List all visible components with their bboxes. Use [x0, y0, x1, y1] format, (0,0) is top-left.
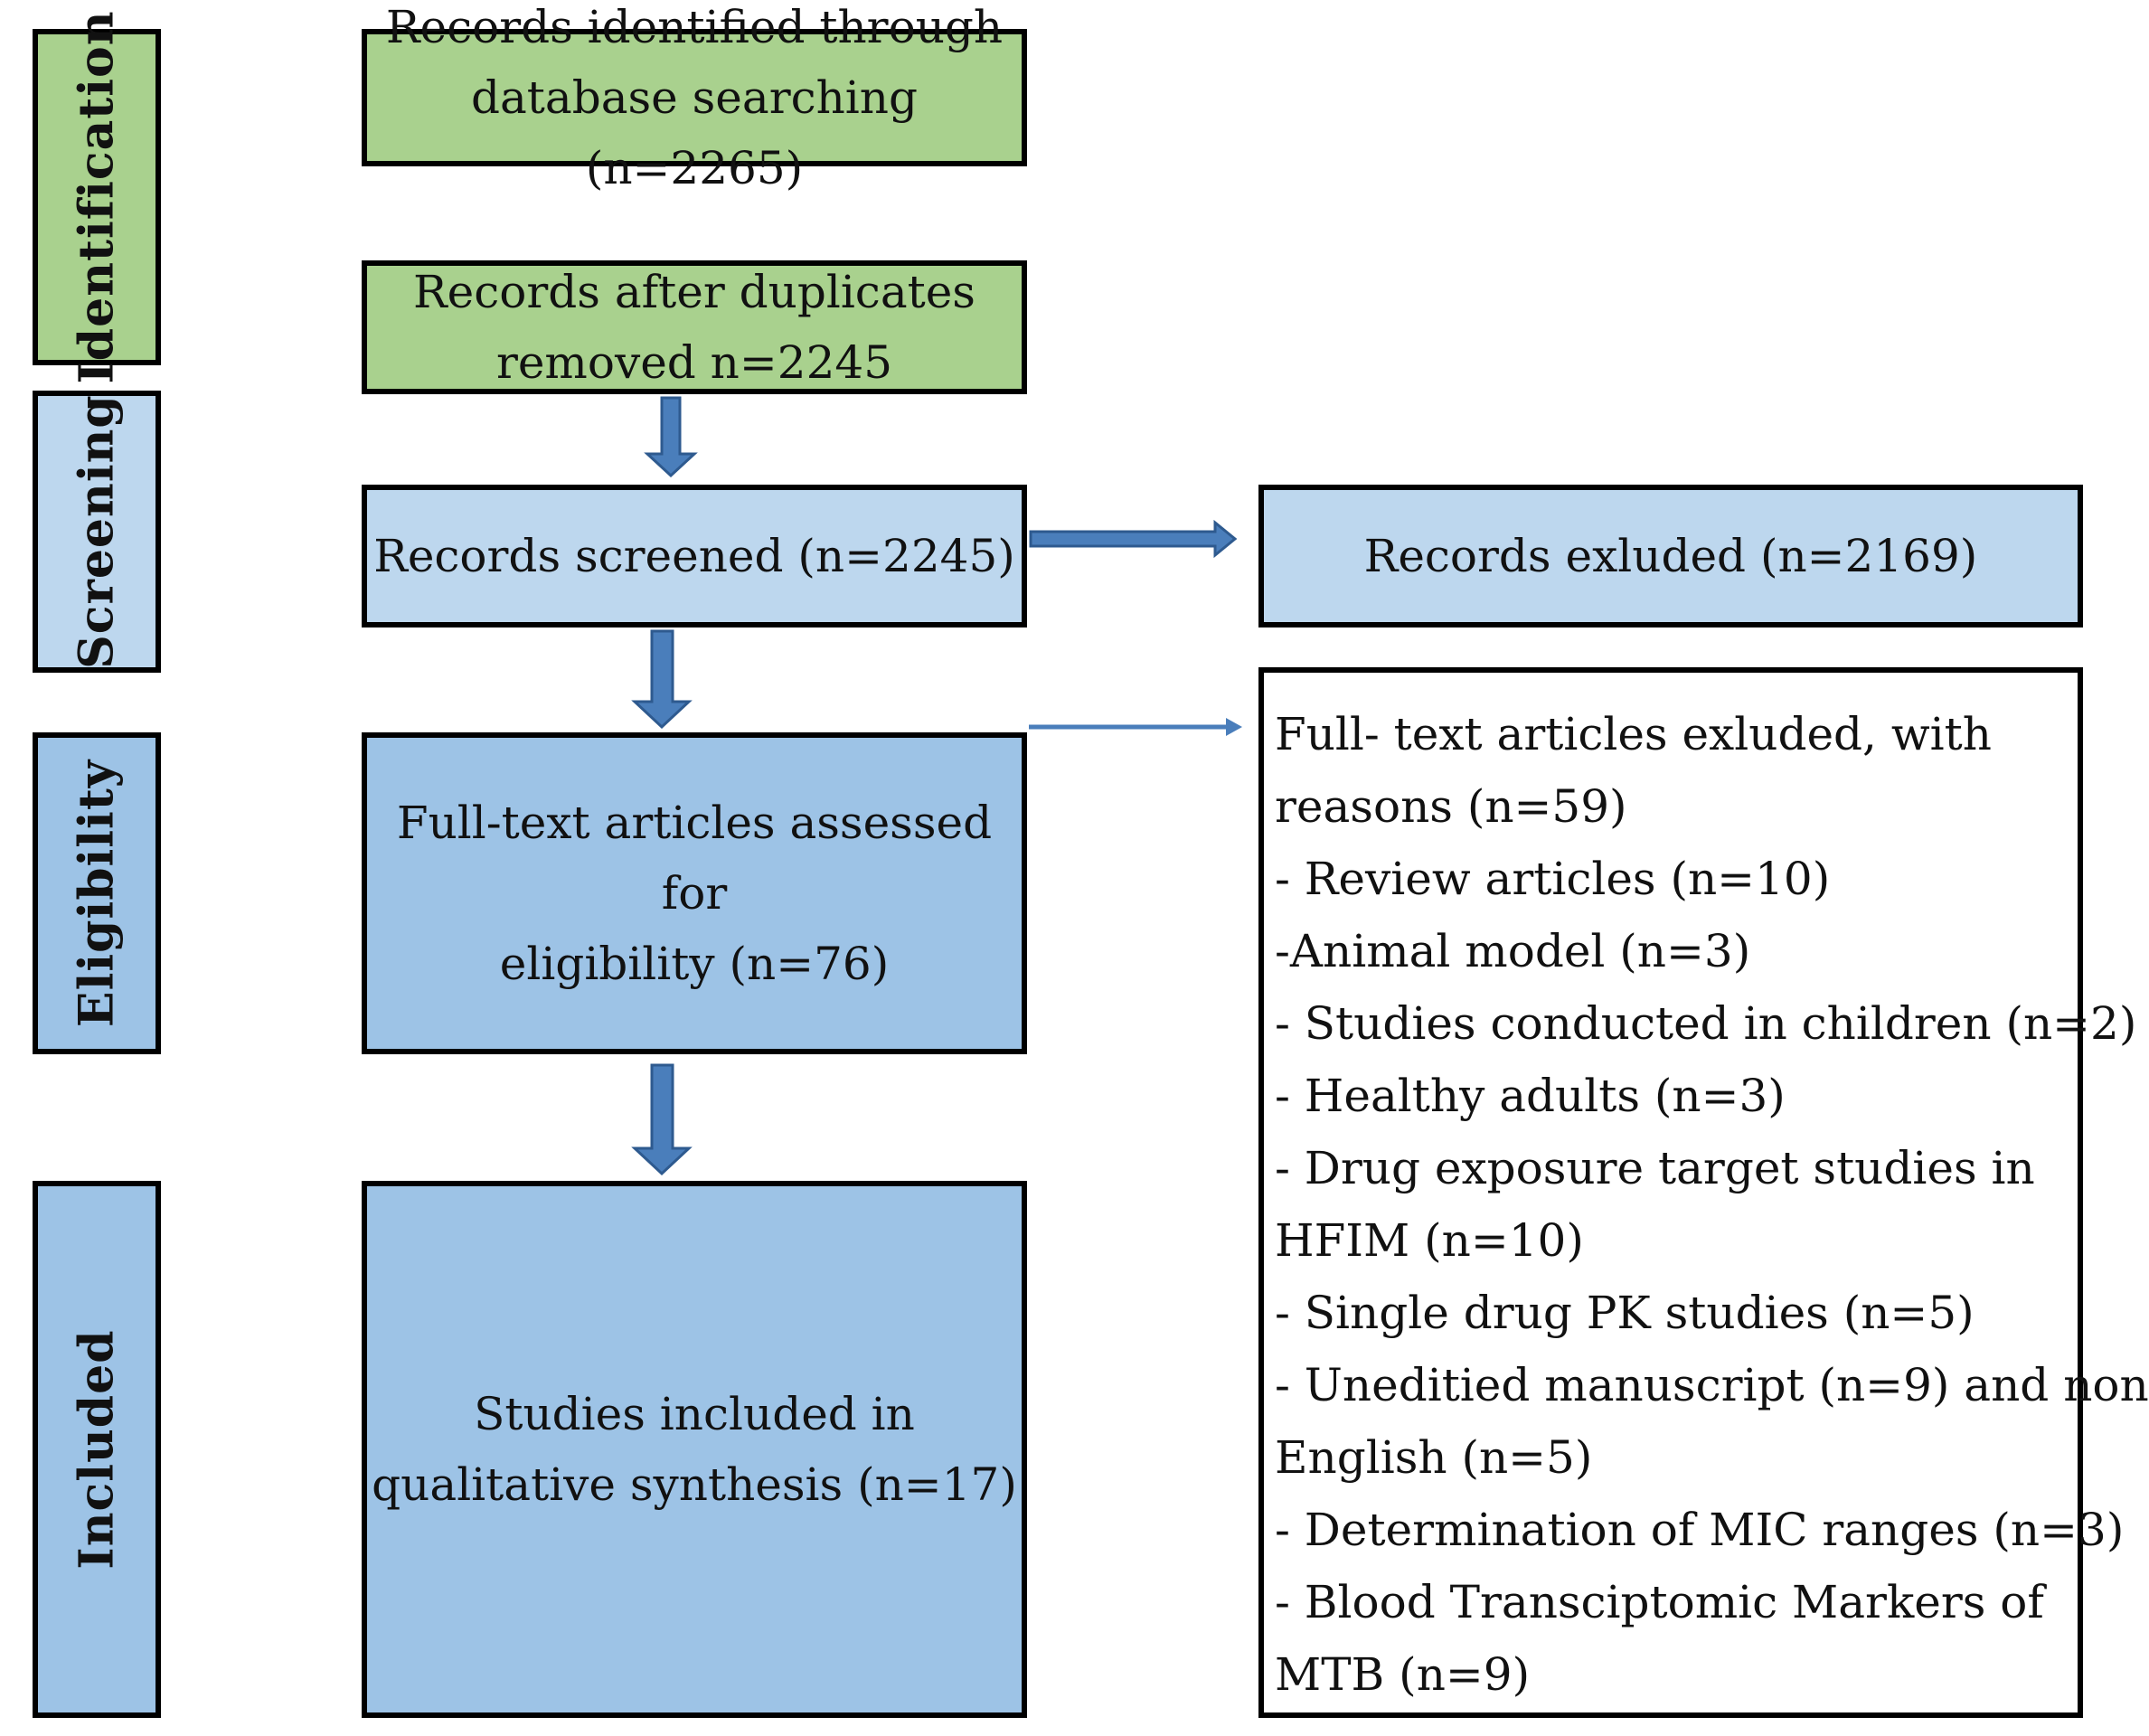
- excluded-line-1: Full- text articles exluded, with: [1275, 708, 1992, 760]
- box-studies-included-line-1: Studies included in: [474, 1388, 915, 1440]
- excluded-line-11: English (n=5): [1275, 1431, 1593, 1484]
- box-records-screened: Records screened (n=2245): [362, 485, 1027, 627]
- arrow-down-duplicates-to-screened: [644, 396, 698, 478]
- stage-included: Included: [33, 1181, 161, 1718]
- prisma-flow-diagram: Identification Screening Eligibility Inc…: [33, 1, 2149, 1718]
- box-duplicates-removed: Records after duplicates removed n=2245: [362, 260, 1027, 394]
- box-records-screened-text: Records screened (n=2245): [373, 530, 1015, 582]
- box-fulltext-excluded: Full- text articles exluded, with reason…: [1258, 667, 2149, 1718]
- arrow-down-assessed-to-included: [631, 1063, 693, 1176]
- box-records-identified-line-1: Records identified through: [385, 1, 1004, 53]
- box-studies-included-line-2: qualitative synthesis (n=17): [372, 1458, 1017, 1511]
- excluded-line-8: HFIM (n=10): [1275, 1214, 1584, 1267]
- excluded-line-10: - Uneditied manuscript (n=9) and non: [1275, 1359, 2149, 1411]
- arrow-right-assessed-head: [1226, 718, 1242, 736]
- box-records-identified-line-2: database searching (n=2265): [470, 71, 919, 194]
- box-records-identified: Records identified through database sear…: [362, 1, 1027, 194]
- arrow-down-screened-to-assessed: [631, 629, 693, 730]
- box-duplicates-removed-line-1: Records after duplicates: [413, 266, 976, 318]
- box-records-excluded: Records exluded (n=2169): [1258, 485, 2083, 627]
- box-studies-included: Studies included in qualitative synthesi…: [362, 1181, 1027, 1718]
- excluded-line-5: - Studies conducted in children (n=2): [1275, 997, 2137, 1050]
- excluded-line-12: - Determination of MIC ranges (n=3): [1275, 1504, 2125, 1556]
- stage-identification: Identification: [33, 10, 161, 384]
- stage-eligibility: Eligibility: [33, 732, 161, 1054]
- excluded-line-7: - Drug exposure target studies in: [1275, 1142, 2035, 1194]
- excluded-line-2: reasons (n=59): [1275, 780, 1627, 833]
- stage-screening: Screening: [33, 391, 161, 673]
- box-duplicates-removed-line-2: removed n=2245: [495, 336, 893, 389]
- arrow-right-screened-to-excluded: [1029, 519, 1238, 559]
- excluded-line-6: - Healthy adults (n=3): [1275, 1070, 1786, 1122]
- excluded-line-4: -Animal model (n=3): [1275, 925, 1751, 977]
- box-records-excluded-text: Records exluded (n=2169): [1363, 530, 1978, 582]
- box-fulltext-assessed-line-1: Full-text articles assessed for: [396, 797, 993, 920]
- box-fulltext-assessed: Full-text articles assessed for eligibil…: [362, 732, 1027, 1054]
- excluded-line-3: - Review articles (n=10): [1275, 853, 1831, 905]
- excluded-line-13: - Blood Transciptomic Markers of: [1275, 1576, 2044, 1628]
- box-fulltext-assessed-line-2: eligibility (n=76): [499, 938, 890, 990]
- excluded-line-14: MTB (n=9): [1275, 1648, 1531, 1701]
- flow-arrows: [631, 396, 1242, 1176]
- excluded-line-9: - Single drug PK studies (n=5): [1275, 1287, 1975, 1339]
